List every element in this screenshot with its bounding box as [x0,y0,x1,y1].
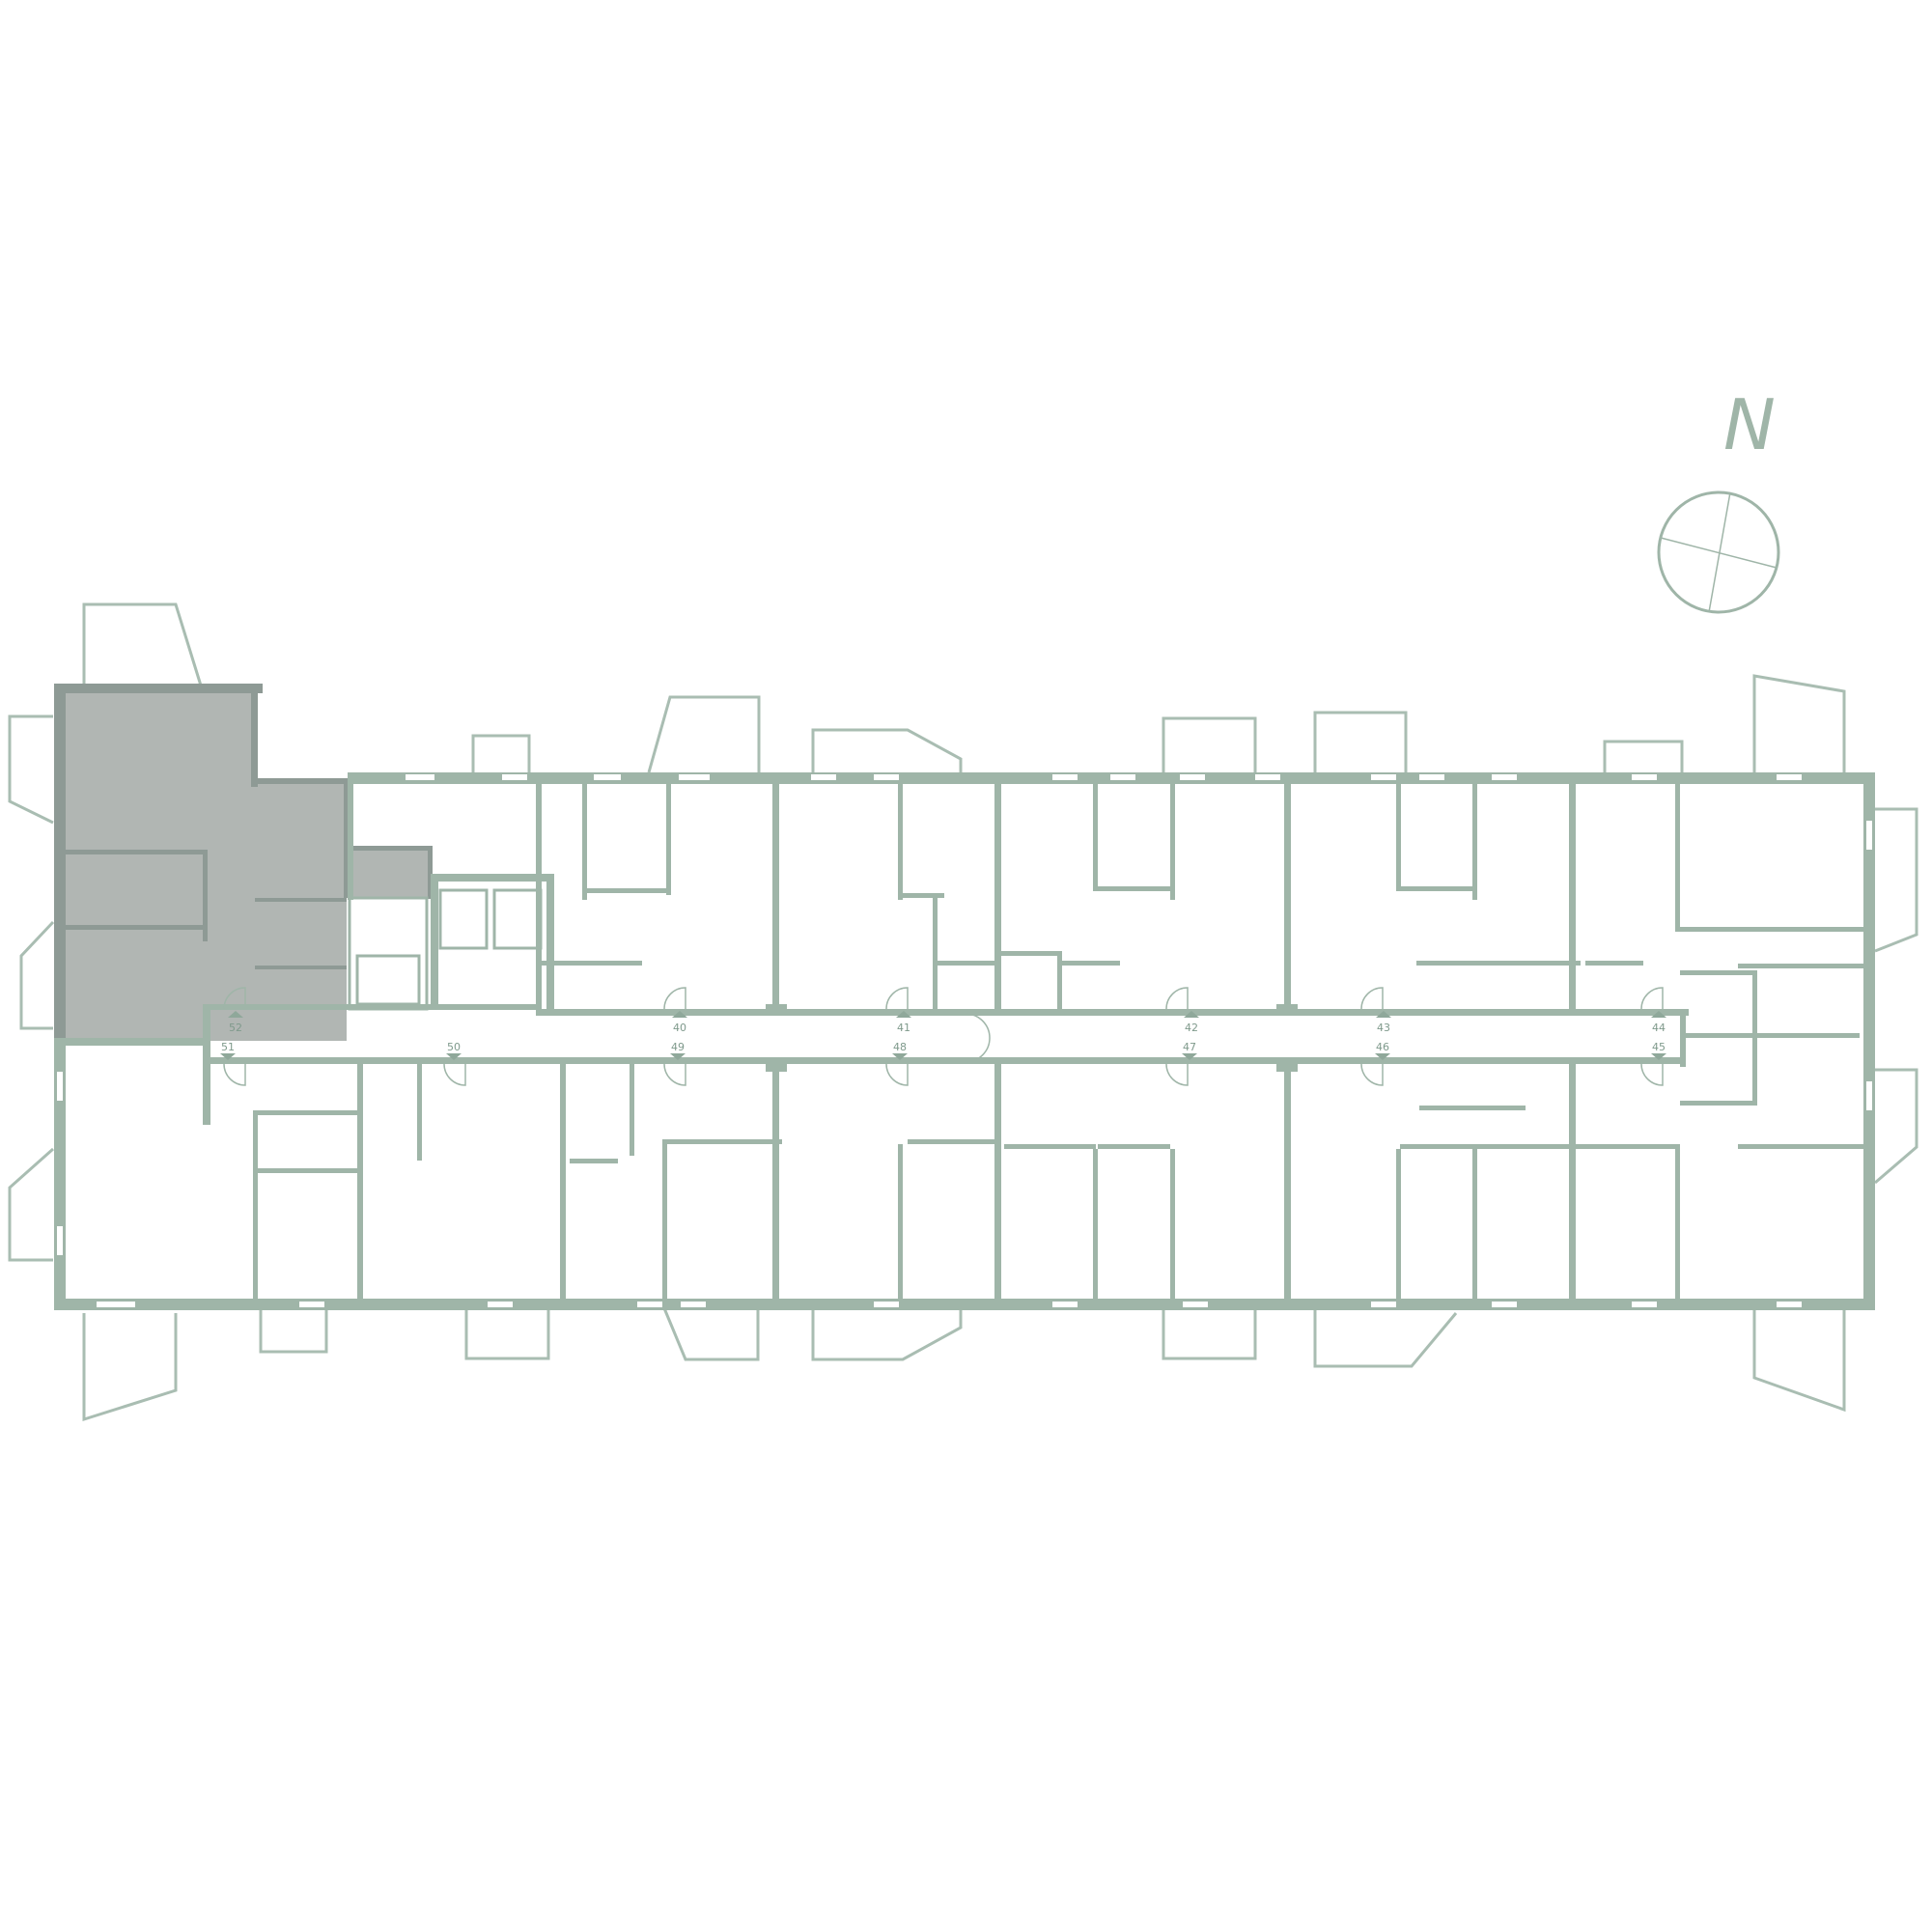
compass-axis-ew [1660,537,1778,569]
walls [54,772,1875,1310]
unit-label-40: 40 [673,1022,686,1034]
selected-room-living [62,691,255,1041]
selected-wall-bed-right [344,778,350,898]
unit-label-43: 43 [1377,1022,1390,1034]
unit-label-52: 52 [229,1022,242,1034]
selected-wall-top [54,684,263,693]
corridor-labels-north: 52 40 41 42 43 44 [228,1011,1666,1034]
selected-wall-mid [251,690,258,787]
selected-wall-bed-top [255,778,348,784]
selected-wall-hall-mid [255,966,347,969]
balconies [8,602,1918,1422]
selected-room-bedroom [255,780,347,898]
unit-label-45: 45 [1652,1041,1666,1053]
unit-label-47: 47 [1183,1041,1196,1053]
selected-wall-left [54,684,66,1043]
unit-label-49: 49 [671,1041,685,1053]
compass-circle [1657,490,1780,614]
doors [223,987,1664,1086]
compass: N [1657,384,1780,614]
corridor-labels-south: 51 50 49 48 47 46 45 [220,1041,1666,1060]
selected-wall-div1 [62,850,207,854]
selected-room-bath [347,848,431,898]
unit-label-44: 44 [1652,1022,1666,1034]
unit-label-46: 46 [1376,1041,1389,1053]
selected-wall-div3 [203,850,208,941]
unit-label-42: 42 [1185,1022,1198,1034]
selected-apartment[interactable] [54,684,433,1043]
selected-wall-bath-right [428,846,433,899]
unit-label-51: 51 [221,1041,235,1053]
selected-wall-div2 [62,925,207,930]
unit-label-50: 50 [447,1041,461,1053]
selected-wall-hall-top [255,898,347,902]
north-letter: N [1723,384,1776,465]
unit-label-48: 48 [893,1041,907,1053]
selected-wall-bath-top [347,846,432,851]
unit-label-41: 41 [897,1022,910,1034]
